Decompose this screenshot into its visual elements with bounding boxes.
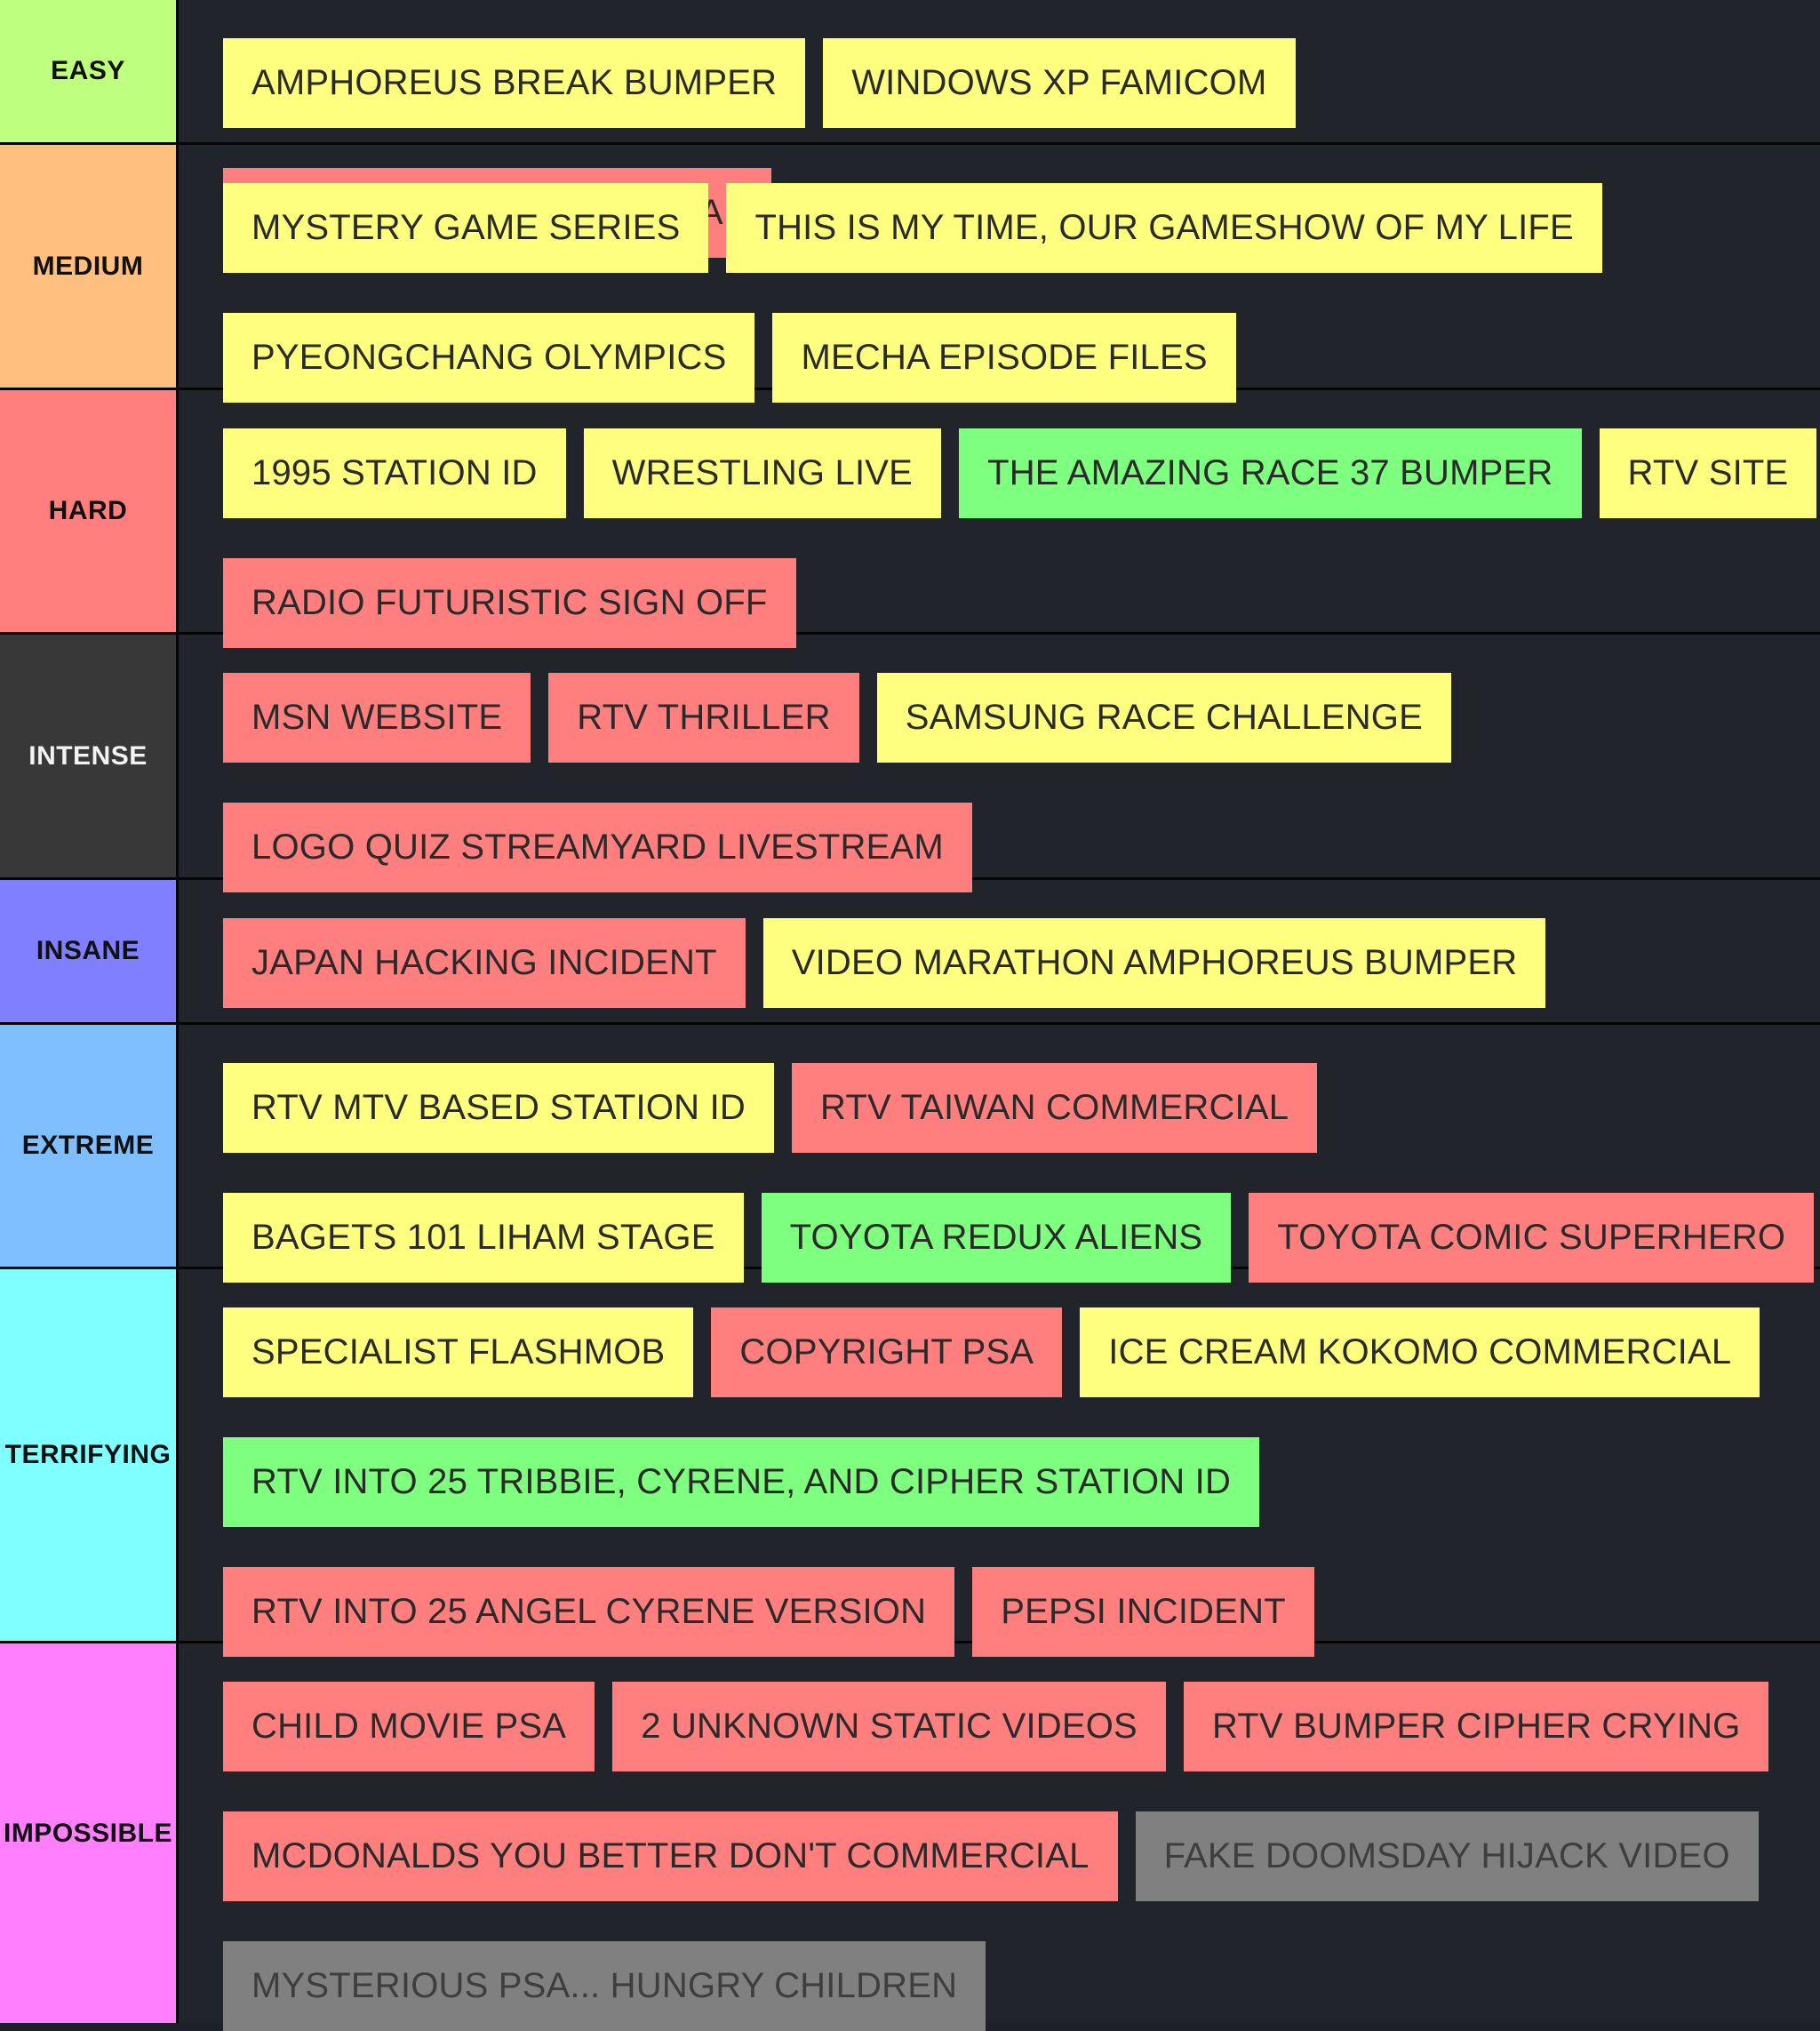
tier-item[interactable]: ICE CREAM KOKOMO COMMERCIAL [1080, 1307, 1760, 1397]
tier-item[interactable]: THIS IS MY TIME, OUR GAMESHOW OF MY LIFE [726, 183, 1602, 273]
tier-item[interactable]: VIDEO MARATHON AMPHOREUS BUMPER [762, 918, 1546, 1008]
tier-item[interactable]: 2 UNKNOWN STATIC VIDEOS [612, 1682, 1166, 1771]
tier-item[interactable]: TOYOTA REDUX ALIENS [761, 1193, 1232, 1283]
tier-items-intense: MSN WEBSITE RTV THRILLER SAMSUNG RACE CH… [179, 635, 1820, 892]
tier-label-medium: MEDIUM [0, 145, 179, 388]
tier-items-easy: AMPHOREUS BREAK BUMPER WINDOWS XP FAMICO… [179, 0, 1820, 258]
tier-item[interactable]: MCDONALDS YOU BETTER DON'T COMMERCIAL [223, 1811, 1118, 1901]
tier-item[interactable]: 1995 STATION ID [223, 428, 566, 518]
tier-label-intense: INTENSE [0, 635, 179, 877]
tier-item[interactable]: SAMSUNG RACE CHALLENGE [876, 673, 1451, 763]
tier-item[interactable]: MSN WEBSITE [223, 673, 531, 763]
tier-label-easy: EASY [0, 0, 179, 142]
tier-item[interactable]: WINDOWS XP FAMICOM [823, 38, 1296, 128]
tier-item[interactable]: PEPSI INCIDENT [972, 1567, 1314, 1657]
tier-label-extreme: EXTREME [0, 1025, 179, 1267]
tier-label-hard: HARD [0, 390, 179, 632]
tier-item[interactable]: CHILD MOVIE PSA [223, 1682, 595, 1771]
tier-item[interactable]: RTV BUMPER CIPHER CRYING [1183, 1682, 1769, 1771]
tier-item[interactable]: SPECIALIST FLASHMOB [223, 1307, 694, 1397]
tier-item[interactable]: FAKE DOOMSDAY HIJACK VIDEO [1135, 1811, 1759, 1901]
tier-item[interactable]: MYSTERY GAME SERIES [223, 183, 709, 273]
tier-row-intense: INTENSE MSN WEBSITE RTV THRILLER SAMSUNG… [0, 635, 1820, 892]
tier-row-extreme: EXTREME RTV MTV BASED STATION ID RTV TAI… [0, 1025, 1820, 1283]
tier-item[interactable]: RTV MTV BASED STATION ID [223, 1063, 774, 1153]
tier-item[interactable]: RTV THRILLER [548, 673, 859, 763]
tier-item[interactable]: BAGETS 101 LIHAM STAGE [223, 1193, 744, 1283]
tier-items-hard: 1995 STATION ID WRESTLING LIVE THE AMAZI… [179, 390, 1820, 648]
tier-row-impossible: IMPOSSIBLE CHILD MOVIE PSA 2 UNKNOWN STA… [0, 1643, 1820, 2031]
tier-item[interactable]: MYSTERIOUS PSA... HUNGRY CHILDREN [223, 1941, 986, 2031]
tier-item[interactable]: RTV INTO 25 ANGEL CYRENE VERSION [223, 1567, 955, 1657]
tier-item[interactable]: RADIO FUTURISTIC SIGN OFF [223, 558, 796, 648]
tier-row-easy: EASY AMPHOREUS BREAK BUMPER WINDOWS XP F… [0, 0, 1820, 258]
tier-items-extreme: RTV MTV BASED STATION ID RTV TAIWAN COMM… [179, 1025, 1820, 1283]
tier-items-insane: JAPAN HACKING INCIDENT VIDEO MARATHON AM… [179, 880, 1820, 1022]
tier-item[interactable]: WRESTLING LIVE [583, 428, 942, 518]
tier-row-hard: HARD 1995 STATION ID WRESTLING LIVE THE … [0, 390, 1820, 648]
tier-row-medium: MEDIUM MYSTERY GAME SERIES THIS IS MY TI… [0, 145, 1820, 403]
tier-item[interactable]: JAPAN HACKING INCIDENT [223, 918, 746, 1008]
tier-items-medium: MYSTERY GAME SERIES THIS IS MY TIME, OUR… [179, 145, 1820, 403]
tier-item[interactable]: MECHA EPISODE FILES [772, 313, 1236, 403]
tier-label-insane: INSANE [0, 880, 179, 1022]
tier-item[interactable]: COPYRIGHT PSA [711, 1307, 1063, 1397]
tier-item[interactable]: RTV INTO 25 TRIBBIE, CYRENE, AND CIPHER … [223, 1437, 1260, 1527]
tier-item[interactable]: AMPHOREUS BREAK BUMPER [223, 38, 806, 128]
tier-label-impossible: IMPOSSIBLE [0, 1643, 179, 2023]
tier-item[interactable]: LOGO QUIZ STREAMYARD LIVESTREAM [223, 803, 972, 892]
tier-label-terrifying: TERRIFYING [0, 1269, 179, 1641]
tier-row-terrifying: TERRIFYING SPECIALIST FLASHMOB COPYRIGHT… [0, 1269, 1820, 1657]
tier-item[interactable]: THE AMAZING RACE 37 BUMPER [959, 428, 1582, 518]
tier-items-terrifying: SPECIALIST FLASHMOB COPYRIGHT PSA ICE CR… [179, 1269, 1820, 1657]
tier-item[interactable]: RTV TAIWAN COMMERCIAL [791, 1063, 1318, 1153]
tier-item[interactable]: RTV SITE [1599, 428, 1817, 518]
tier-item[interactable]: PYEONGCHANG OLYMPICS [223, 313, 755, 403]
tier-items-impossible: CHILD MOVIE PSA 2 UNKNOWN STATIC VIDEOS … [179, 1643, 1820, 2031]
tier-row-insane: INSANE JAPAN HACKING INCIDENT VIDEO MARA… [0, 880, 1820, 1025]
tier-item[interactable]: TOYOTA COMIC SUPERHERO [1249, 1193, 1815, 1283]
